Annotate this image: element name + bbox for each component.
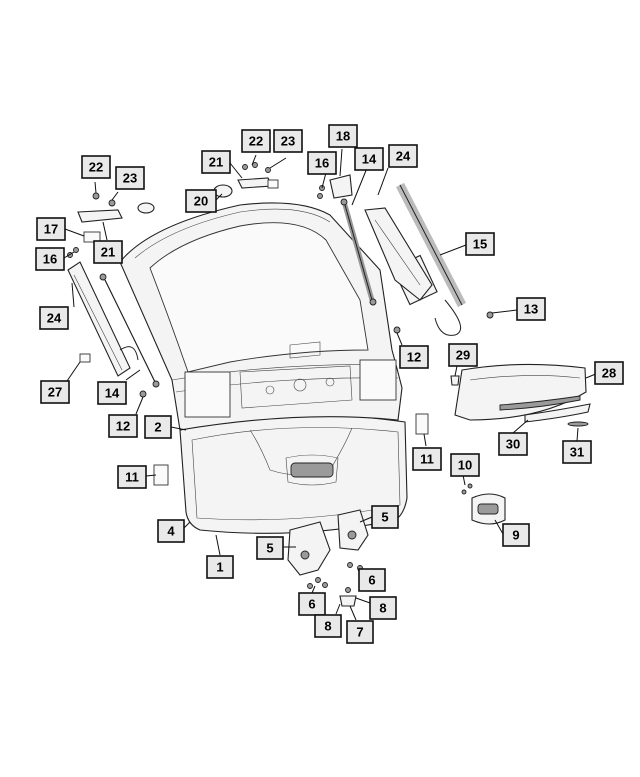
callout-11-left: 11 <box>117 465 147 489</box>
callout-label: 24 <box>47 311 62 326</box>
callout-5-left: 5 <box>256 536 284 560</box>
callout-label: 12 <box>116 419 130 434</box>
callout-21-center: 21 <box>201 150 231 174</box>
callout-21-left: 21 <box>93 240 123 264</box>
callout-label: 11 <box>420 452 434 467</box>
callout-label: 6 <box>368 573 375 588</box>
callout-label: 12 <box>407 350 421 365</box>
callout-22-left: 22 <box>81 155 111 179</box>
left-support-strut <box>99 273 160 388</box>
callout-label: 31 <box>570 445 584 460</box>
callout-30: 30 <box>498 432 528 456</box>
callout-12-right: 12 <box>399 345 429 369</box>
callout-18: 18 <box>328 124 358 148</box>
callout-label: 17 <box>44 222 58 237</box>
callout-15: 15 <box>465 232 495 256</box>
callout-6-left: 6 <box>298 592 326 616</box>
right-support-strut <box>340 198 377 306</box>
callout-label: 15 <box>473 237 487 252</box>
callout-23-left: 23 <box>115 166 145 190</box>
liftgate-applique <box>454 363 591 427</box>
callout-label: 5 <box>266 541 273 556</box>
callout-16-right: 16 <box>307 151 337 175</box>
right-hinge-bracket <box>317 174 353 199</box>
callout-label: 22 <box>89 160 103 175</box>
callout-label: 13 <box>524 302 538 317</box>
callout-9: 9 <box>502 523 530 547</box>
callout-label: 14 <box>362 152 377 167</box>
callout-27: 27 <box>40 380 70 404</box>
liftgate-latches <box>287 509 369 576</box>
callout-29: 29 <box>448 343 478 367</box>
callout-14-right: 14 <box>354 147 384 171</box>
callout-31: 31 <box>562 440 592 464</box>
left-hinge-assembly <box>67 192 155 258</box>
liftgate-handle <box>461 483 506 525</box>
callout-11-right: 11 <box>412 447 442 471</box>
callout-label: 16 <box>43 252 57 267</box>
callout-label: 2 <box>154 420 161 435</box>
callout-label: 23 <box>123 171 137 186</box>
callout-label: 22 <box>249 134 263 149</box>
callout-label: 14 <box>105 386 120 401</box>
callout-5-right: 5 <box>371 505 399 529</box>
callout-14-left: 14 <box>97 381 127 405</box>
callout-23-center: 23 <box>273 129 303 153</box>
callout-1: 1 <box>206 555 234 579</box>
callout-label: 1 <box>216 560 223 575</box>
callout-label: 21 <box>209 155 223 170</box>
callout-label: 23 <box>281 134 295 149</box>
callout-label: 10 <box>458 458 472 473</box>
callout-label: 11 <box>125 470 139 485</box>
callout-label: 9 <box>512 528 519 543</box>
callout-12-left: 12 <box>108 414 138 438</box>
callout-10: 10 <box>450 453 480 477</box>
callout-label: 20 <box>194 194 208 209</box>
callout-label: 16 <box>315 156 329 171</box>
callout-17: 17 <box>36 217 66 241</box>
callout-label: 29 <box>456 348 470 363</box>
callout-8-right: 8 <box>369 596 397 620</box>
callout-24-right: 24 <box>388 144 418 168</box>
callout-6-right: 6 <box>358 568 386 592</box>
callout-22-center: 22 <box>241 129 271 153</box>
callout-4: 4 <box>157 519 185 543</box>
callout-8-left: 8 <box>314 614 342 638</box>
callout-24-left: 24 <box>39 306 69 330</box>
left-power-drive-unit <box>67 261 139 377</box>
callout-label: 4 <box>167 524 175 539</box>
callout-7: 7 <box>346 620 374 644</box>
callout-label: 27 <box>48 385 62 400</box>
center-hinge-assembly <box>213 162 279 198</box>
right-power-drive-unit <box>364 207 433 301</box>
callout-label: 5 <box>381 510 388 525</box>
callout-label: 21 <box>101 245 115 260</box>
callout-label: 8 <box>379 601 386 616</box>
callout-label: 8 <box>324 619 331 634</box>
callout-28: 28 <box>594 361 624 385</box>
callout-label: 18 <box>336 129 350 144</box>
callout-16-left: 16 <box>35 247 65 271</box>
callout-label: 28 <box>602 366 616 381</box>
bumper-stops <box>79 326 460 398</box>
callout-label: 24 <box>396 149 411 164</box>
liftgate-inner-frame <box>119 202 403 431</box>
callout-2: 2 <box>144 415 172 439</box>
callout-label: 7 <box>356 625 363 640</box>
latch-strikers <box>339 587 357 607</box>
callout-label: 6 <box>308 597 315 612</box>
callout-20: 20 <box>185 189 217 213</box>
callout-13: 13 <box>516 297 546 321</box>
callout-label: 30 <box>506 437 520 452</box>
